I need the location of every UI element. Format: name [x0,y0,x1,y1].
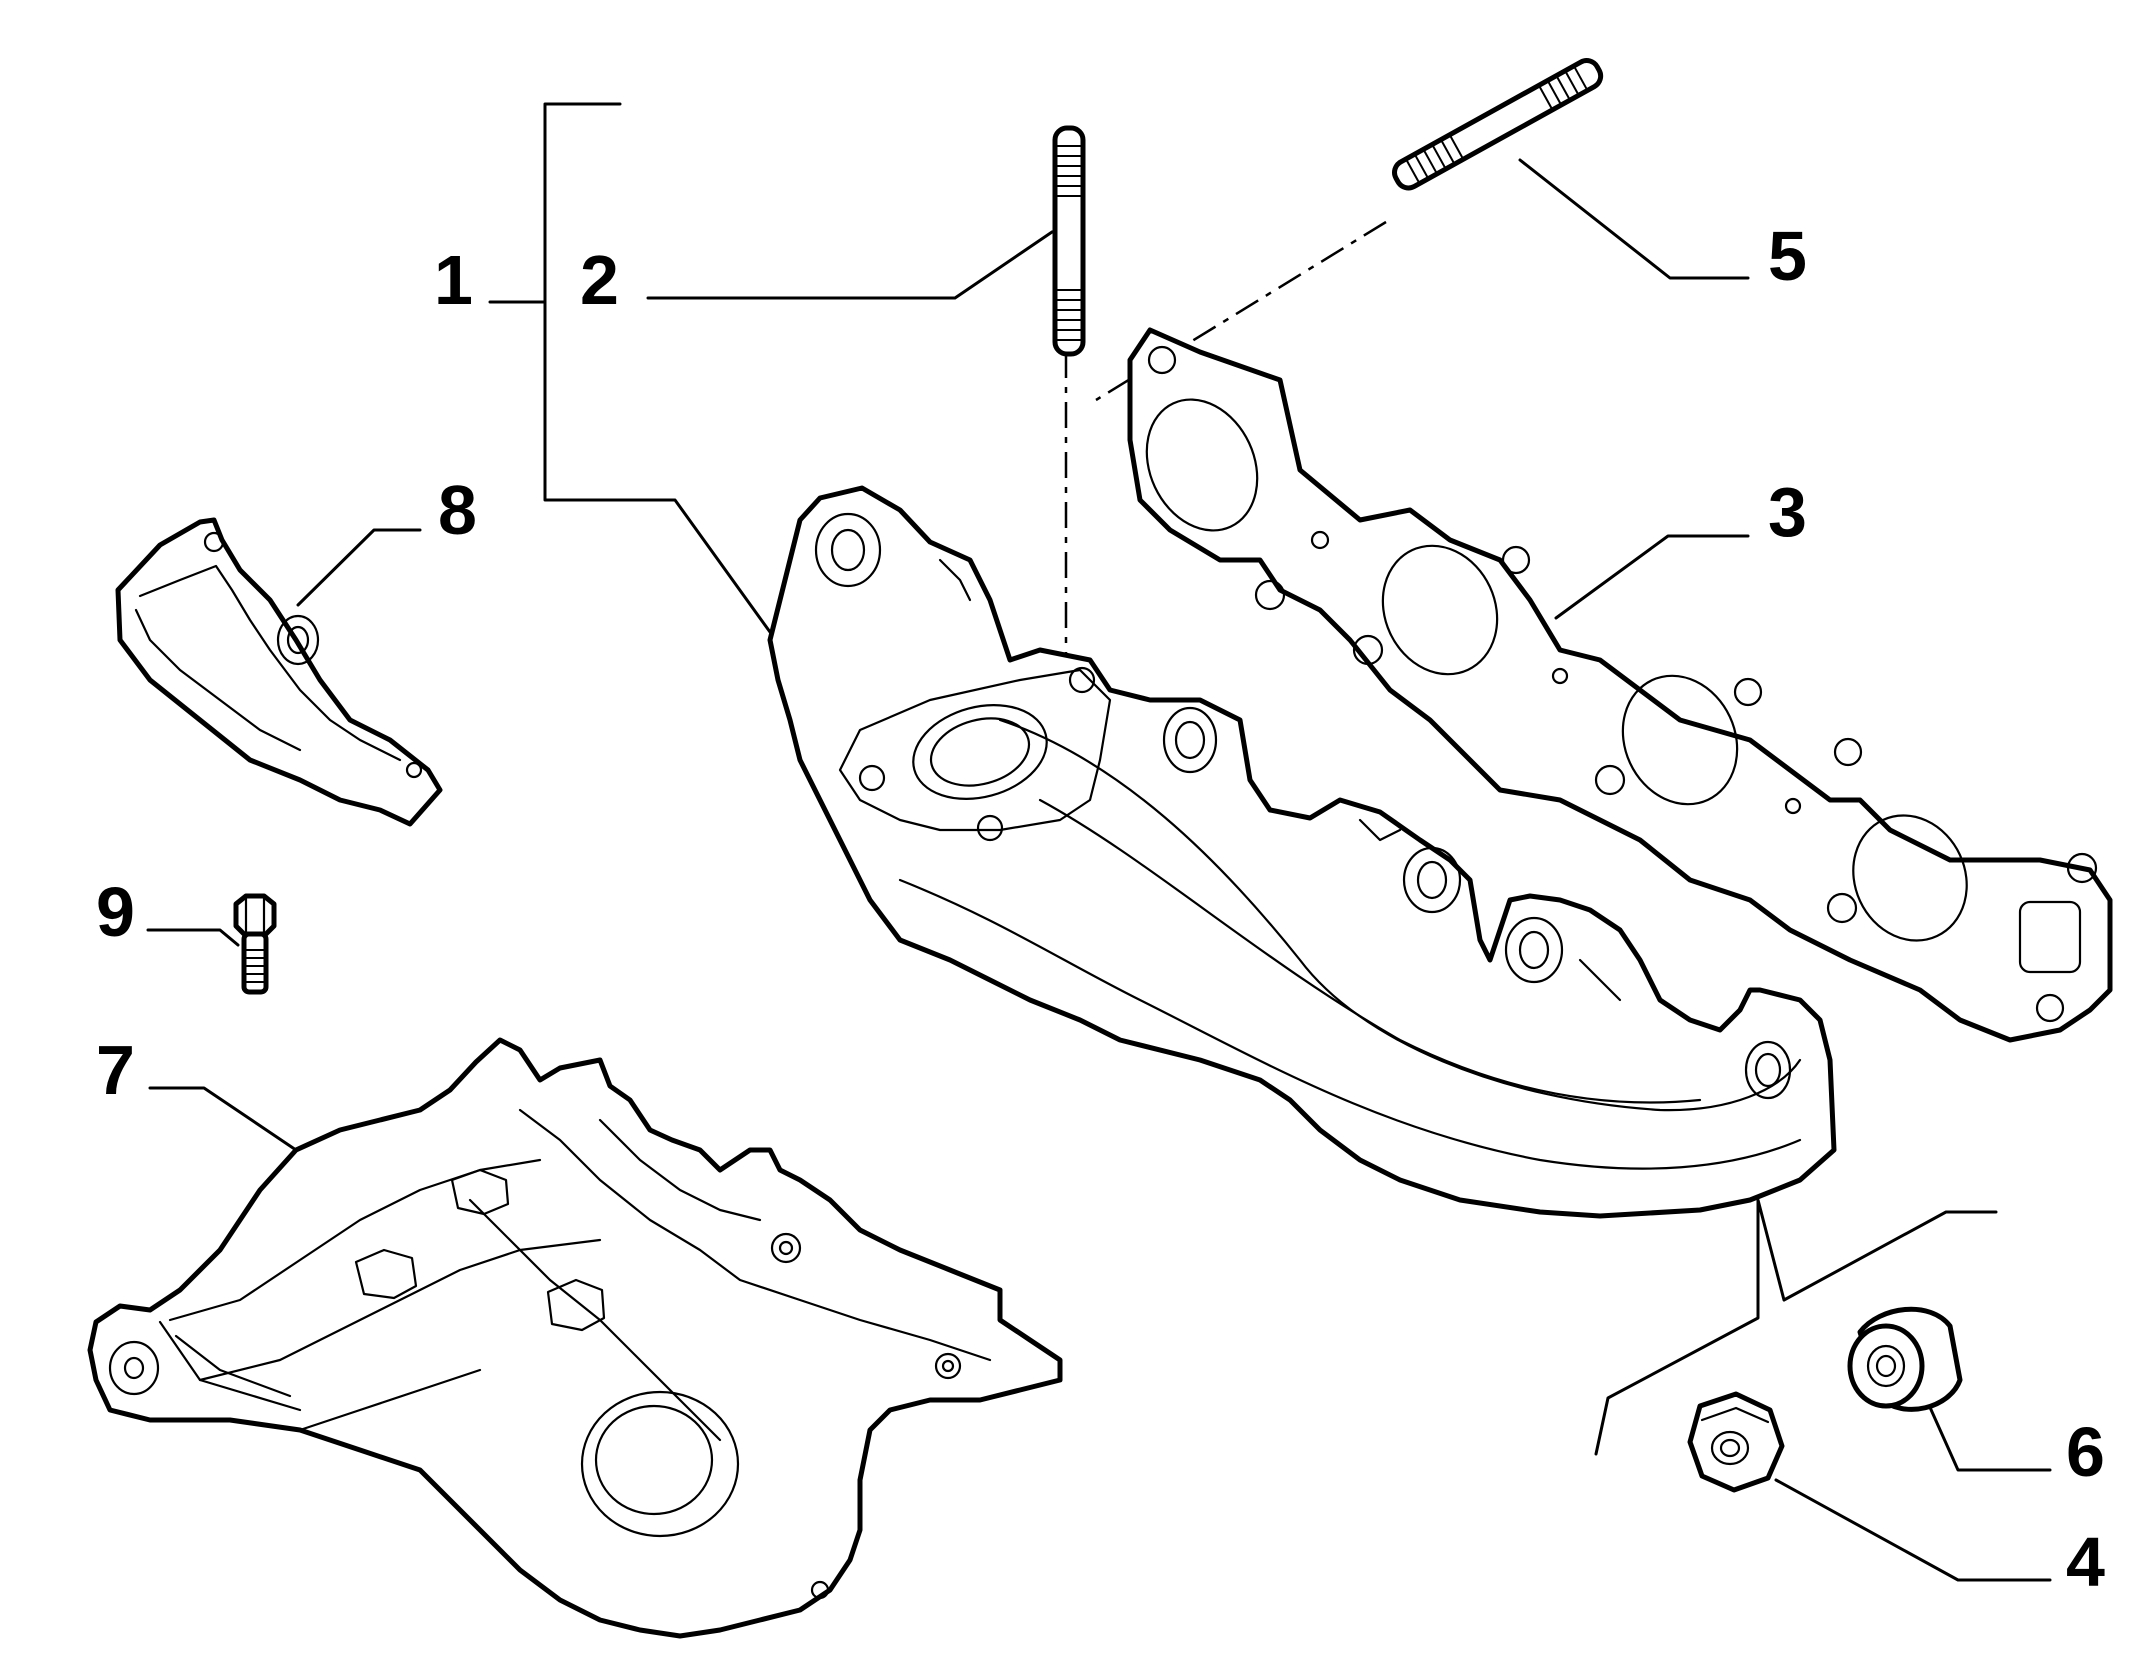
callout-7: 7 [96,1031,135,1109]
callout-6: 6 [2066,1413,2105,1491]
callout-4: 4 [2066,1523,2105,1601]
bolt-part-9 [233,893,277,995]
stud-part-2 [1052,125,1086,357]
heat-shield-part-7 [87,1037,1063,1639]
hex-nut-part-4 [1687,1391,1785,1493]
callout-3: 3 [1768,473,1807,551]
stud-part-5 [1392,58,1604,191]
callout-5: 5 [1768,217,1807,295]
callout-9: 9 [96,873,135,951]
callout-1: 1 [434,241,473,319]
leader-lines [146,102,2052,1582]
bracket-part-8 [115,517,443,827]
callout-2: 2 [580,241,619,319]
callout-labels: 1 2 3 4 5 6 7 8 9 [96,217,2105,1601]
gasket-part-3 [1127,327,2113,1043]
exhaust-manifold [767,485,1837,1219]
callout-8: 8 [438,471,477,549]
sleeve-nut-part-6 [1847,1306,1963,1412]
